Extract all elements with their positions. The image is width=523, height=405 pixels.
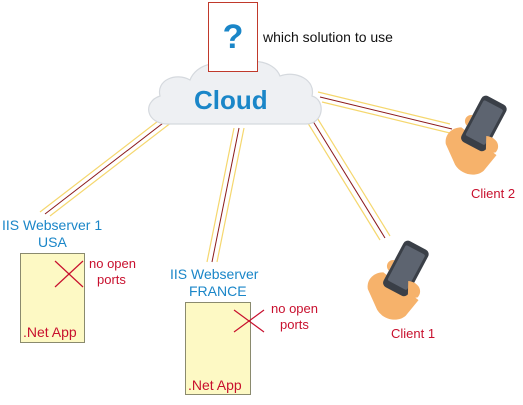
server-usa-title-line2: USA: [38, 234, 67, 250]
client1-label: Client 1: [391, 326, 436, 341]
question-icon: ?: [222, 17, 244, 56]
phone-in-hand-icon: [445, 95, 507, 175]
server-france-box: .Net App: [185, 302, 265, 395]
server-usa-box: .Net App: [20, 253, 85, 343]
link-cloud-server-usa: [39, 117, 173, 217]
question-caption: which solution to use: [263, 29, 393, 45]
question-box: ?: [208, 2, 258, 72]
server-france-note-line2: ports: [280, 317, 309, 332]
client2-label: Client 2: [471, 186, 516, 201]
link-cloud-server-france: [206, 127, 245, 263]
server-usa-app-label: .Net App: [23, 324, 77, 340]
server-usa-note-line2: ports: [97, 272, 126, 287]
link-cloud-client2: [317, 91, 455, 135]
server-france-title-line2: FRANCE: [189, 283, 247, 299]
cross-mark-icon: [54, 260, 84, 288]
cross-mark-icon: [233, 309, 265, 333]
link-cloud-client1: [305, 115, 391, 241]
links: [39, 91, 455, 263]
server-france-app-label: .Net App: [188, 377, 242, 393]
phone-in-hand-icon: [367, 240, 429, 320]
server-france-note-line1: no open: [271, 301, 318, 316]
cloud-label: Cloud: [194, 85, 268, 115]
server-france-title-line1: IIS Webserver: [170, 266, 259, 282]
server-usa-title-line1: IIS Webserver 1: [2, 217, 103, 233]
server-usa-note-line1: no open: [89, 256, 136, 271]
